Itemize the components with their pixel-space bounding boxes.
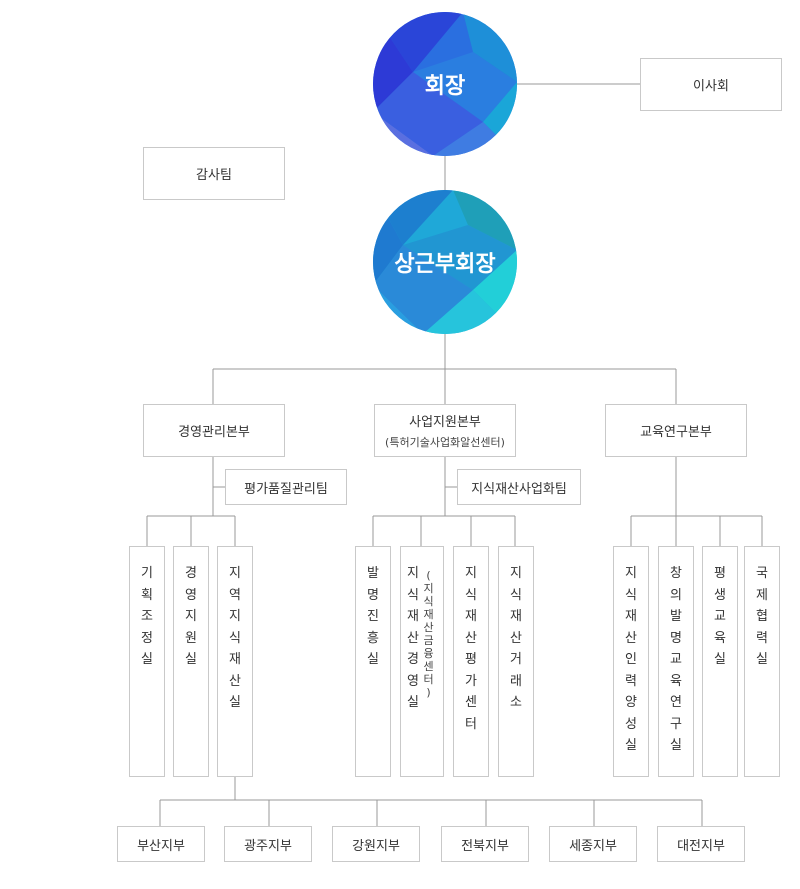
office-box: 지 역 지 식 재 산 실 bbox=[217, 546, 253, 777]
branch-box: 광주지부 bbox=[224, 826, 312, 862]
office-box: 지 식 재 산 경 영 실 ( 지 식 재 산 금 융 센 터 ) bbox=[400, 546, 444, 777]
office-box: 경 영 지 원 실 bbox=[173, 546, 209, 777]
office-note: ( 지 식 재 산 금 융 센 터 ) bbox=[423, 569, 434, 699]
division-label: 사업지원본부 bbox=[409, 415, 481, 430]
office-box: 평 생 교 육 실 bbox=[702, 546, 738, 777]
division-management: 경영관리본부 bbox=[143, 404, 285, 457]
office-box: 지 식 재 산 인 력 양 성 실 bbox=[613, 546, 649, 777]
branch-label: 세종지부 bbox=[569, 838, 617, 854]
branch-label: 전북지부 bbox=[461, 838, 509, 854]
office-label: 국 제 협 력 실 bbox=[756, 566, 768, 667]
branch-box: 전북지부 bbox=[441, 826, 529, 862]
division-sub-label: (특허기술사업화알선센터) bbox=[385, 436, 505, 449]
branch-label: 부산지부 bbox=[137, 838, 185, 854]
vice-chairman-node: 상근부회장 bbox=[373, 190, 517, 334]
office-label: 평 생 교 육 실 bbox=[714, 566, 726, 667]
office-label: 지 식 재 산 거 래 소 bbox=[510, 566, 522, 710]
ip-business-team-box: 지식재산사업화팀 bbox=[457, 469, 581, 505]
branch-box: 강원지부 bbox=[332, 826, 420, 862]
office-label: 발 명 진 흥 실 bbox=[367, 566, 379, 667]
chairman-node: 회장 bbox=[373, 12, 517, 156]
branch-label: 광주지부 bbox=[244, 838, 292, 854]
board-label: 이사회 bbox=[693, 79, 729, 94]
quality-team-label: 평가품질관리팀 bbox=[244, 481, 328, 497]
audit-team-box: 감사팀 bbox=[143, 147, 285, 200]
branch-box: 대전지부 bbox=[657, 826, 745, 862]
board-box: 이사회 bbox=[640, 58, 782, 111]
division-label: 교육연구본부 bbox=[640, 425, 712, 440]
office-box: 발 명 진 흥 실 bbox=[355, 546, 391, 777]
office-box: 지 식 재 산 거 래 소 bbox=[498, 546, 534, 777]
vice-chairman-label: 상근부회장 bbox=[394, 252, 496, 277]
chairman-polygon-bg bbox=[373, 12, 517, 156]
chairman-label: 회장 bbox=[424, 74, 466, 99]
office-box: 기 획 조 정 실 bbox=[129, 546, 165, 777]
office-label: 창 의 발 명 교 육 연 구 실 bbox=[670, 566, 682, 753]
division-label: 경영관리본부 bbox=[178, 425, 250, 440]
quality-team-box: 평가품질관리팀 bbox=[225, 469, 347, 505]
office-label: 지 식 재 산 인 력 양 성 실 bbox=[625, 566, 637, 753]
office-label: 지 식 재 산 평 가 센 터 bbox=[465, 566, 477, 732]
division-education-research: 교육연구본부 bbox=[605, 404, 747, 457]
office-box: 지 식 재 산 평 가 센 터 bbox=[453, 546, 489, 777]
ip-business-team-label: 지식재산사업화팀 bbox=[471, 481, 567, 497]
office-label: 지 역 지 식 재 산 실 bbox=[229, 566, 241, 710]
branch-label: 대전지부 bbox=[677, 838, 725, 854]
office-label: 지 식 재 산 경 영 실 bbox=[407, 566, 419, 710]
office-box: 창 의 발 명 교 육 연 구 실 bbox=[658, 546, 694, 777]
audit-team-label: 감사팀 bbox=[196, 168, 232, 183]
division-business-support: 사업지원본부 (특허기술사업화알선센터) bbox=[374, 404, 516, 457]
vice-chairman-polygon-bg bbox=[373, 190, 517, 334]
branch-box: 세종지부 bbox=[549, 826, 637, 862]
branch-label: 강원지부 bbox=[352, 838, 400, 854]
office-label: 기 획 조 정 실 bbox=[141, 566, 153, 667]
branch-box: 부산지부 bbox=[117, 826, 205, 862]
office-label: 경 영 지 원 실 bbox=[185, 566, 197, 667]
office-box: 국 제 협 력 실 bbox=[744, 546, 780, 777]
